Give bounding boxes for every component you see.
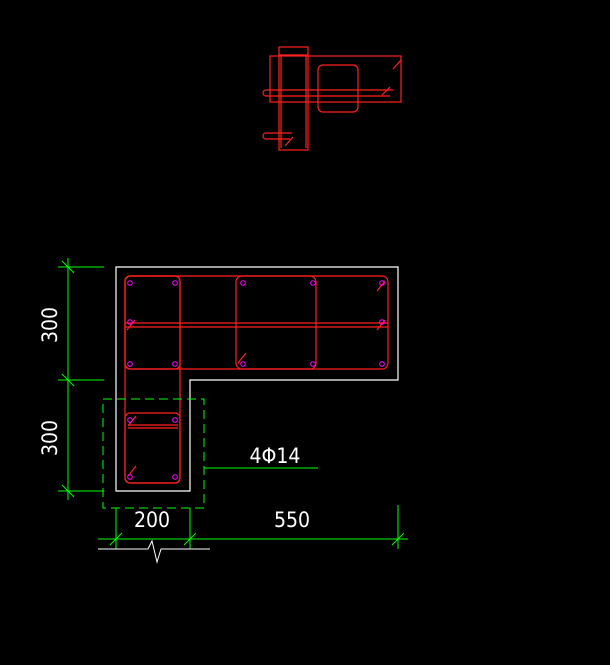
break-line [98, 539, 210, 564]
hook-ticks [126, 280, 386, 477]
dim-text-horizontal-left: 200 [134, 508, 170, 532]
stirrup-tall-rect [278, 46, 309, 151]
bar-dot [240, 361, 246, 367]
dim-tick-bottom [61, 484, 75, 498]
bar-dot [172, 474, 178, 480]
dashed-zone [102, 398, 205, 509]
column-rebar [124, 275, 389, 484]
tie-inner-lines [128, 424, 178, 429]
dim-text-horizontal-right: 550 [274, 508, 310, 532]
stirrup-lower-tie [124, 412, 181, 484]
stirrup-inner-rect [317, 64, 359, 113]
dim-text-vertical-upper: 300 [38, 307, 62, 343]
dim-tick-mid [61, 373, 75, 387]
stirrup-outer-rect [269, 55, 402, 103]
dim-tick-left [109, 532, 123, 546]
bar-dot [172, 280, 178, 286]
tie-horizontal [125, 322, 388, 328]
column-outline [115, 266, 399, 492]
bar-dot [127, 280, 133, 286]
stirrup-hook-diag-b [381, 86, 391, 96]
dim-tick-center [183, 532, 197, 546]
stirrup-vertical-leg [124, 275, 181, 484]
bar-dot [127, 319, 133, 325]
stirrup-hook-upper [262, 89, 393, 97]
bar-dot [127, 417, 133, 423]
dim-tick-right [391, 532, 405, 546]
bar-dot [379, 280, 385, 286]
bar-dot [379, 319, 385, 325]
bar-dot [172, 361, 178, 367]
bar-dot [379, 361, 385, 367]
bar-dot [127, 361, 133, 367]
stirrup-hook-lower [262, 132, 292, 140]
bar-dot [127, 474, 133, 480]
callout-label: 4Φ14 [250, 444, 301, 468]
dimension-lines [58, 258, 408, 549]
rebar-dots [127, 280, 385, 480]
bar-dot [172, 417, 178, 423]
stirrup-hook-diag-c [284, 136, 294, 147]
stirrup-hook-diag-a [392, 59, 402, 70]
dim-tick-top [61, 260, 75, 274]
bar-dot [240, 280, 246, 286]
stirrup-detail [262, 46, 402, 151]
bar-dot [310, 361, 316, 367]
dim-text-vertical-lower: 300 [38, 420, 62, 456]
bar-dot [310, 280, 316, 286]
